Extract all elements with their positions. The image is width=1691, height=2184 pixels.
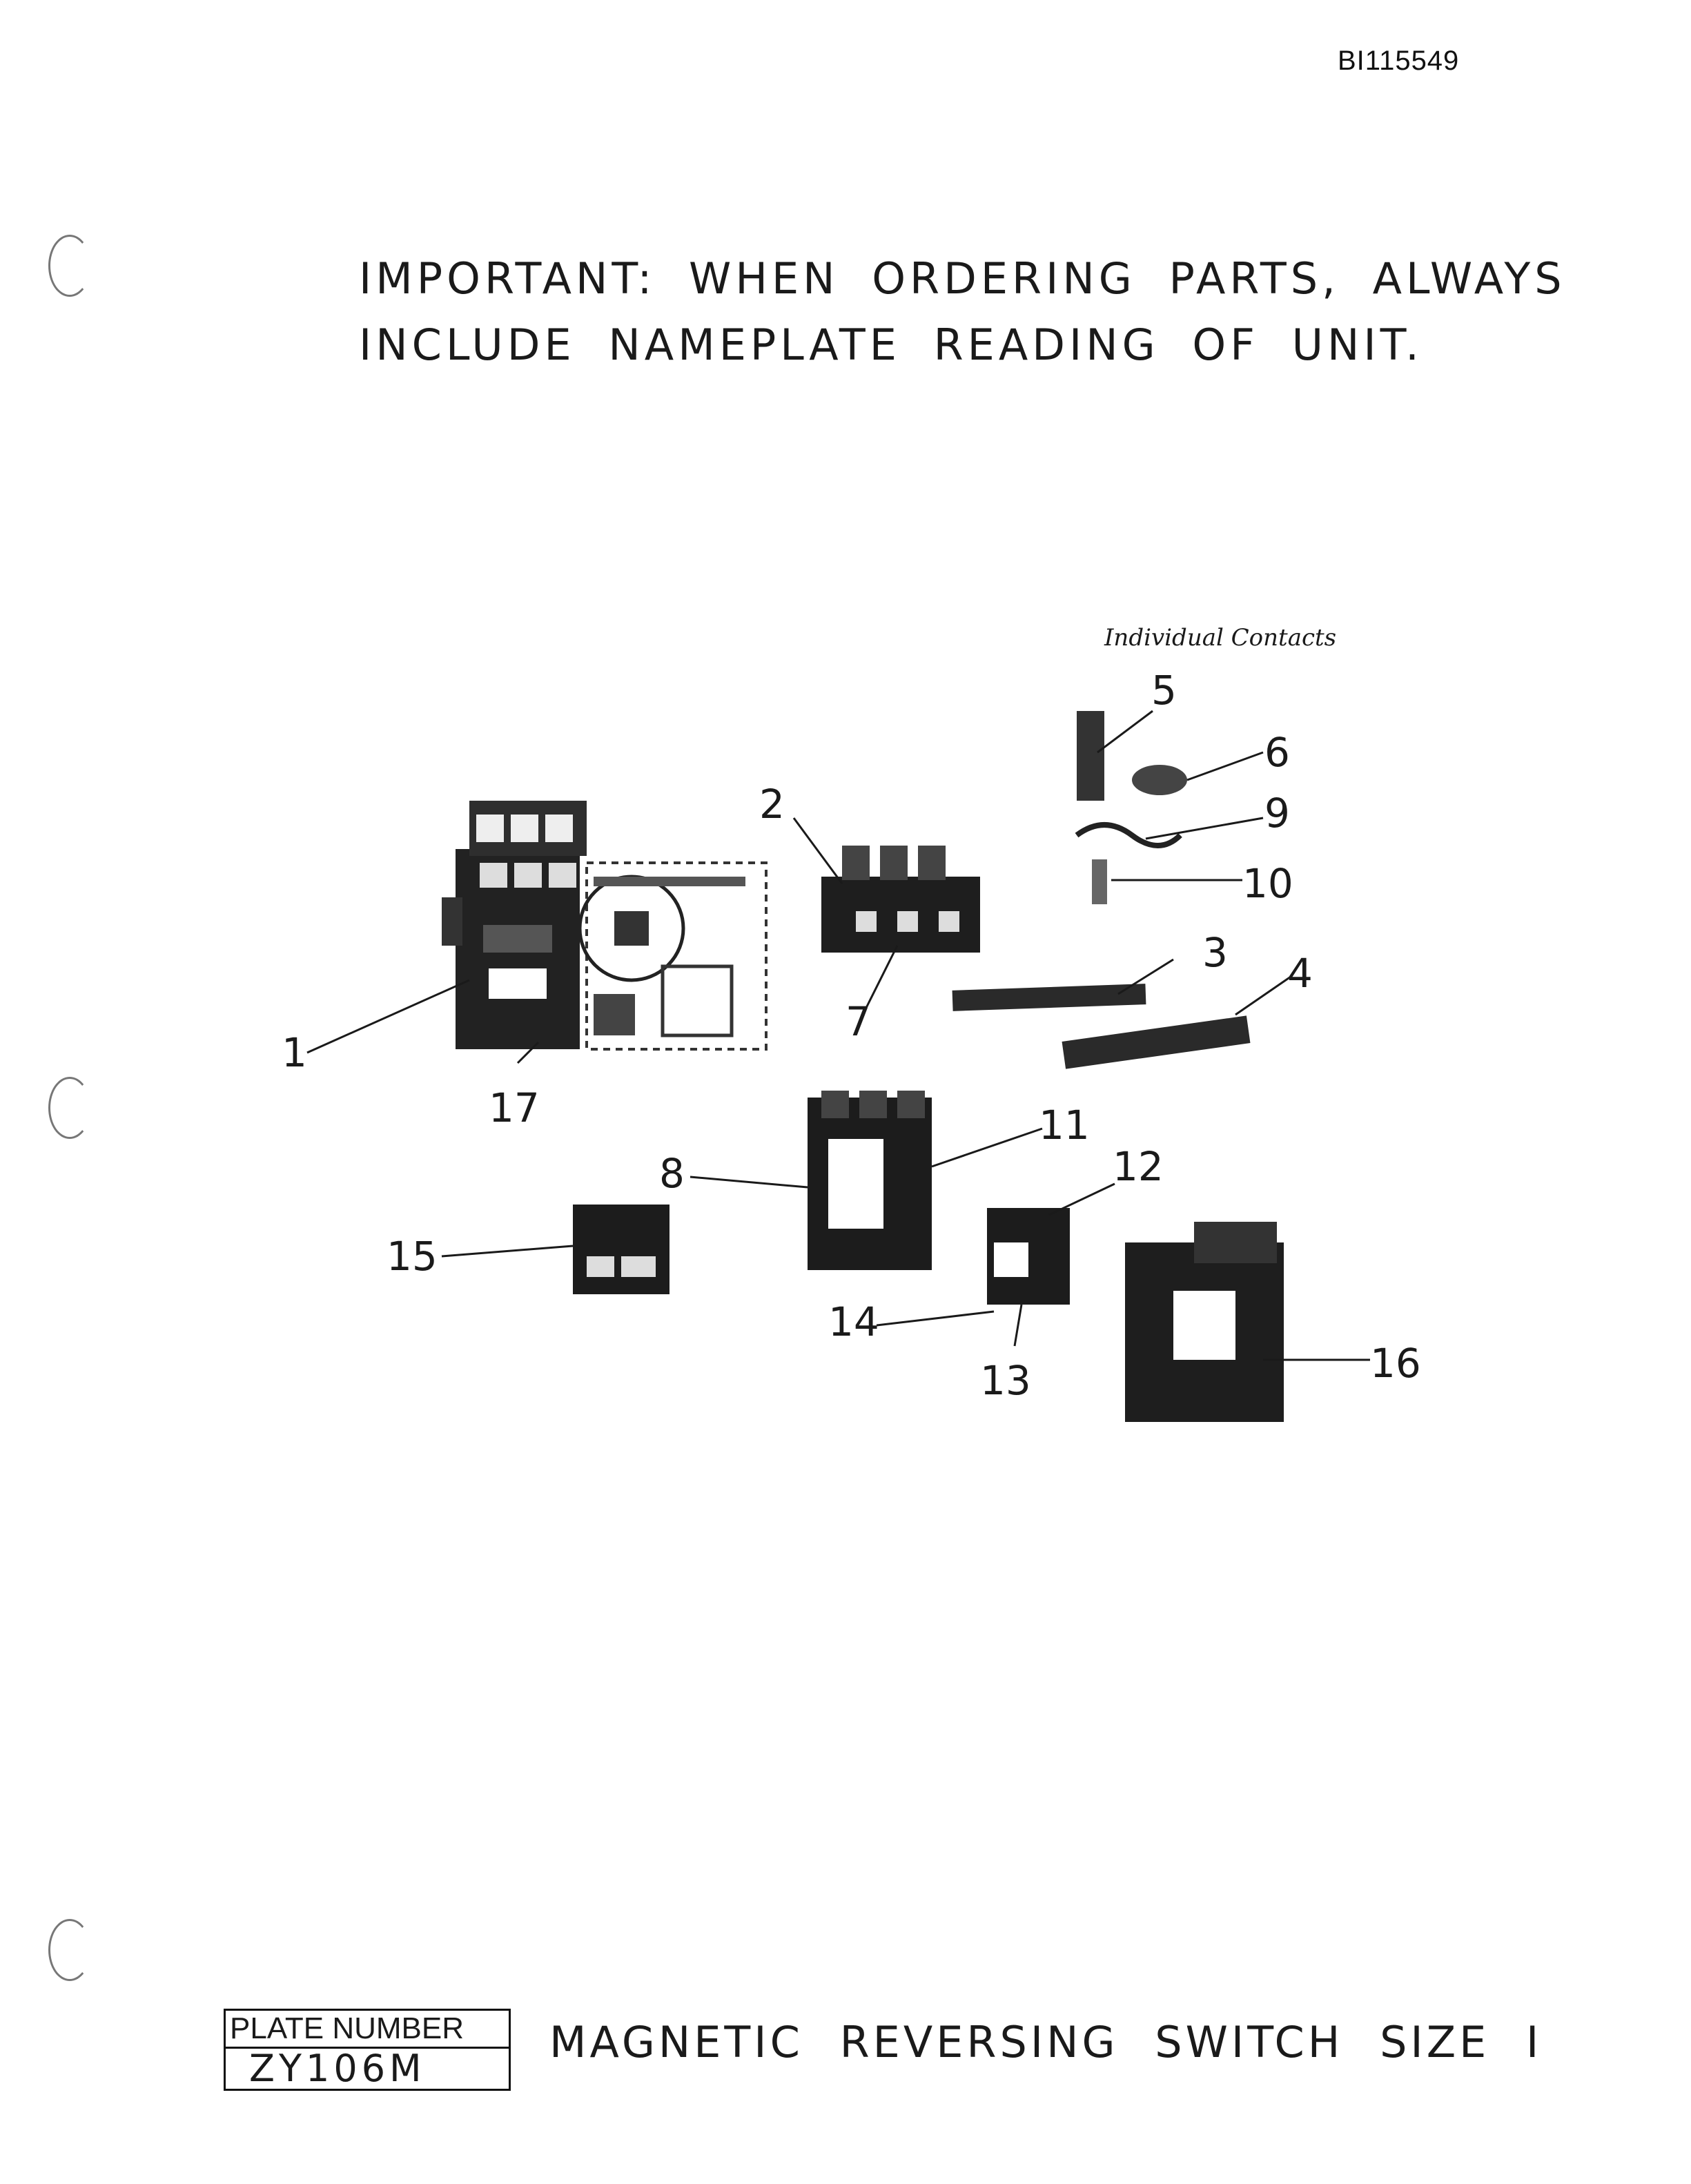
callout-13: 13 [980, 1357, 1031, 1404]
callout-14: 14 [828, 1298, 879, 1345]
parts-contact-bars [952, 984, 1251, 1069]
callout-16: 16 [1370, 1340, 1421, 1387]
binder-hole-bottom [48, 1919, 91, 1981]
callout-5: 5 [1151, 667, 1177, 714]
part-1-contactor-assembly [442, 801, 768, 1051]
plate-number-box: PLATE NUMBER ZY106M [224, 2009, 511, 2091]
callout-7: 7 [845, 998, 871, 1045]
binder-hole-middle [48, 1077, 91, 1139]
notice-line-2: INCLUDE NAMEPLATE READING OF UNIT. [359, 320, 1423, 370]
parts-individual-contacts [1075, 711, 1187, 904]
callout-11: 11 [1039, 1102, 1090, 1149]
part-8-magnet-frame [808, 1091, 932, 1270]
callout-15: 15 [387, 1233, 438, 1280]
callout-10: 10 [1242, 860, 1293, 907]
part-15-coil [573, 1205, 669, 1294]
document-id: BI115549 [1338, 46, 1460, 76]
callout-6: 6 [1264, 729, 1290, 776]
callout-2: 2 [759, 781, 785, 828]
callout-17: 17 [489, 1084, 540, 1131]
callout-1: 1 [282, 1029, 307, 1076]
callout-4: 4 [1287, 950, 1313, 997]
notice-line-1: IMPORTANT: WHEN ORDERING PARTS, ALWAYS [359, 253, 1566, 304]
part-12-armature [987, 1208, 1070, 1305]
part-2-contact-block [821, 846, 980, 953]
individual-contacts-caption: Individual Contacts [1104, 624, 1336, 652]
plate-number-value: ZY106M [249, 2047, 426, 2090]
callout-9: 9 [1264, 790, 1290, 837]
binder-hole-top [48, 235, 91, 297]
ordering-notice: IMPORTANT: WHEN ORDERING PARTS, ALWAYS I… [359, 246, 1566, 378]
document-title: MAGNETIC REVERSING SWITCH SIZE I [549, 2017, 1543, 2067]
callout-3: 3 [1202, 929, 1228, 976]
callout-8: 8 [659, 1150, 685, 1197]
callout-12: 12 [1113, 1143, 1164, 1190]
callout-leaders [306, 710, 1370, 1361]
plate-number-label: PLATE NUMBER [226, 2011, 509, 2049]
part-16-base [1125, 1222, 1284, 1422]
